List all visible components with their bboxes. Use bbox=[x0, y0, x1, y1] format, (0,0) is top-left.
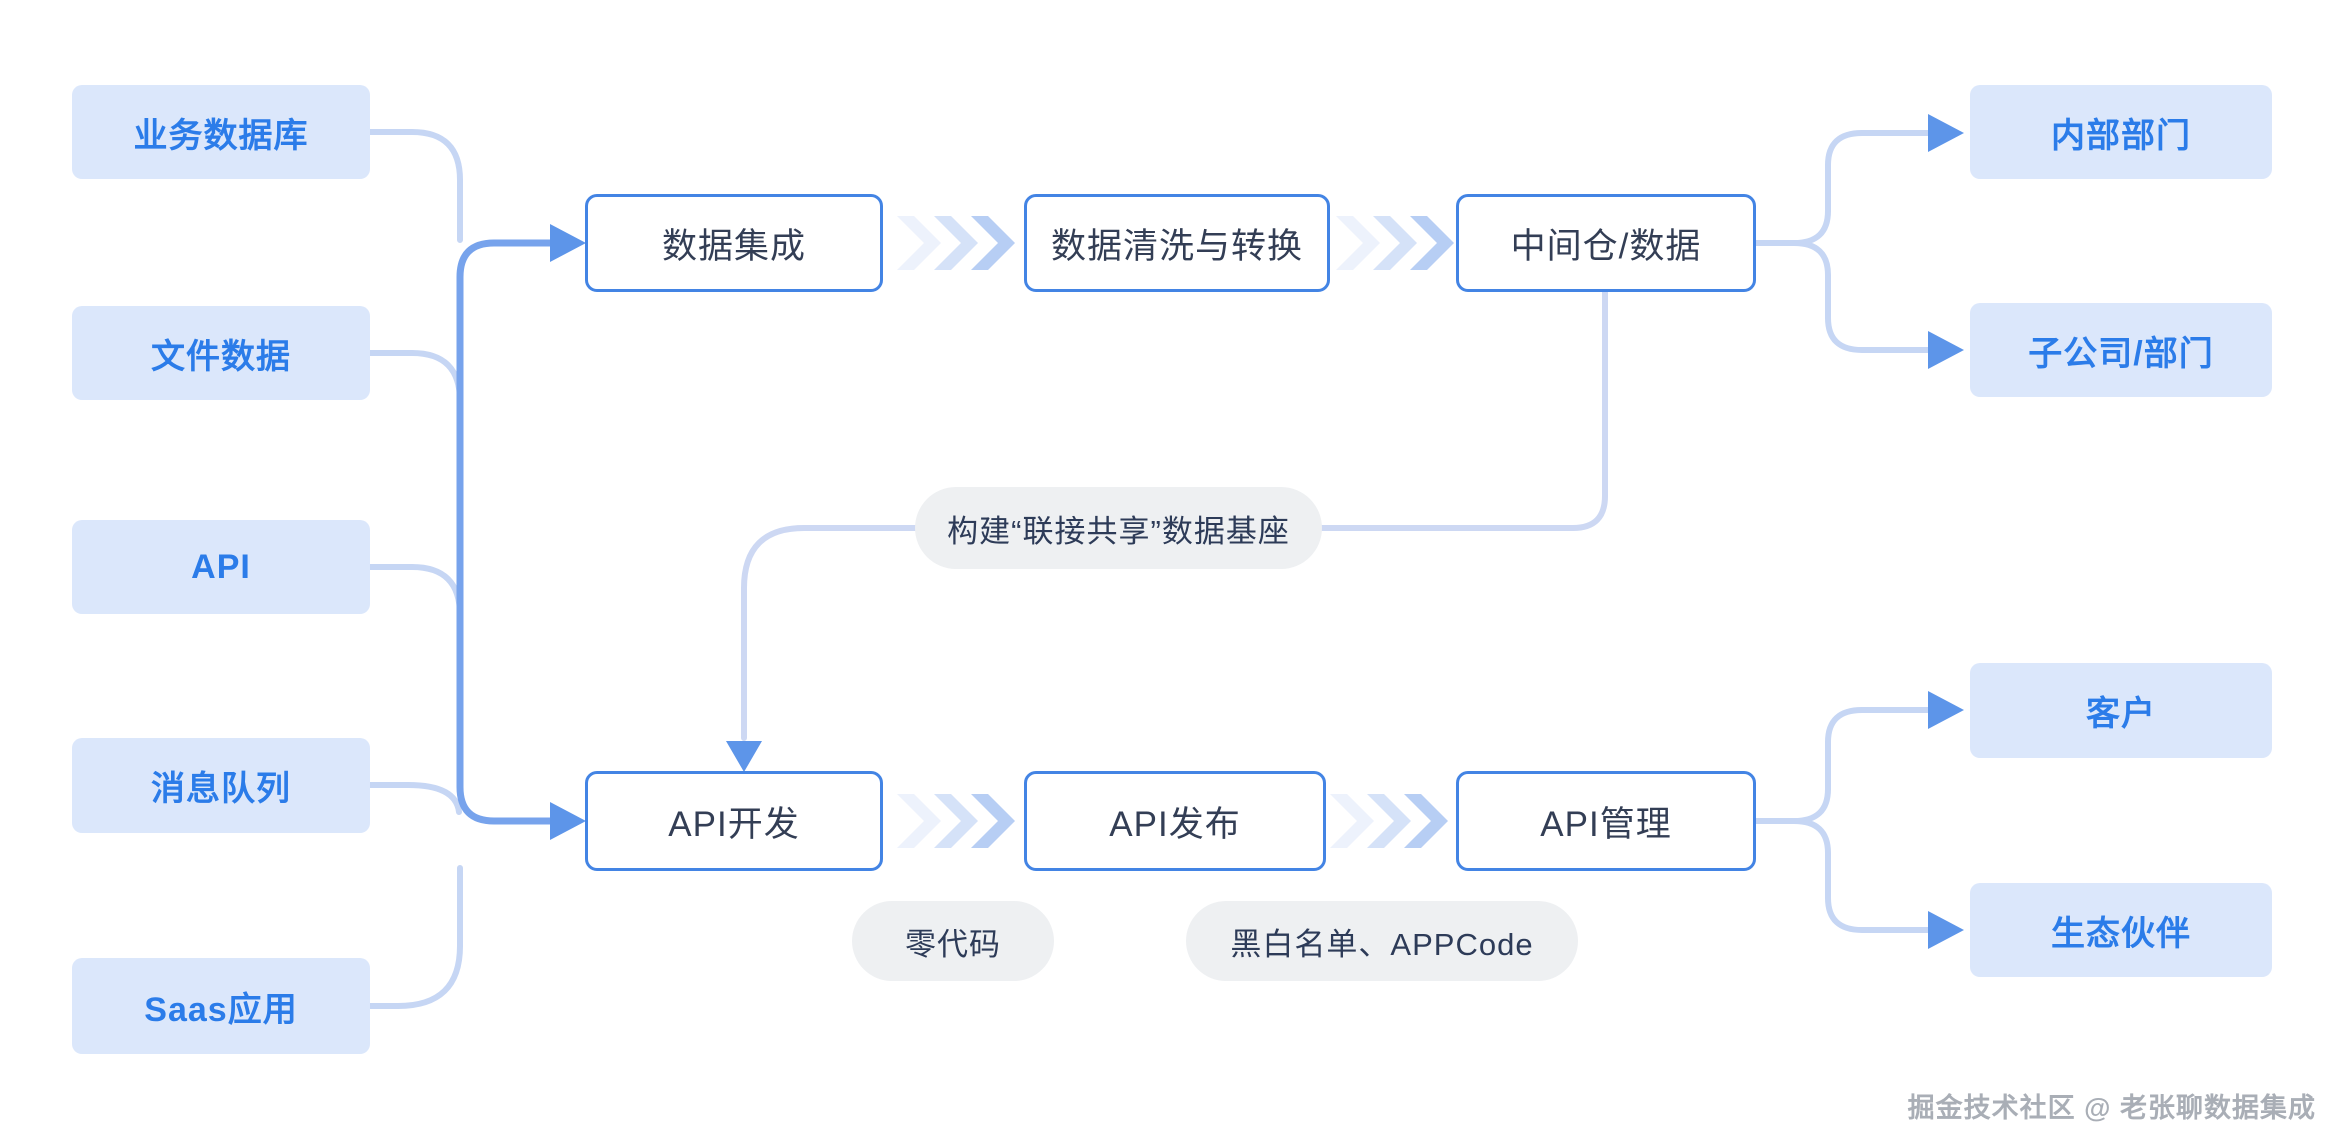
chevron-icon bbox=[1367, 794, 1411, 848]
node-label: 内部部门 bbox=[2051, 116, 2191, 155]
chevron-group-bottom-2 bbox=[1330, 794, 1448, 848]
connector-saas-app bbox=[367, 865, 463, 1009]
node-label: 子公司/部门 bbox=[2028, 334, 2214, 373]
chevron-icon bbox=[934, 216, 978, 270]
branch-eco-partner bbox=[1791, 818, 1931, 933]
chevron-icon bbox=[897, 794, 941, 848]
chevron-group-bottom-1 bbox=[897, 794, 1015, 848]
node-middle-warehouse: 中间仓/数据 bbox=[1456, 194, 1756, 292]
chevron-icon bbox=[1404, 794, 1448, 848]
chevron-icon bbox=[1330, 794, 1374, 848]
node-customer: 客户 bbox=[1970, 663, 2272, 758]
trunk-line bbox=[456, 239, 554, 825]
pill-black-white-list: 黑白名单、APPCode bbox=[1186, 901, 1578, 981]
node-message-queue: 消息队列 bbox=[72, 738, 370, 833]
node-label: 生态伙伴 bbox=[2051, 914, 2191, 953]
node-eco-partner: 生态伙伴 bbox=[1970, 883, 2272, 977]
connector-api bbox=[367, 564, 463, 658]
arrowhead-right-icon bbox=[1928, 691, 1964, 729]
watermark: 掘金技术社区 @ 老张聊数据集成 bbox=[1907, 1093, 2316, 1123]
chevron-icon bbox=[1410, 216, 1454, 270]
chevron-group-top-1 bbox=[897, 216, 1015, 270]
node-file-data: 文件数据 bbox=[72, 306, 370, 400]
pill-foundation: 构建“联接共享”数据基座 bbox=[915, 487, 1322, 569]
node-label: Saas应用 bbox=[144, 990, 298, 1029]
chevron-icon bbox=[971, 794, 1015, 848]
chevron-icon bbox=[897, 216, 941, 270]
node-label: 中间仓/数据 bbox=[1510, 226, 1702, 266]
chevron-icon bbox=[1336, 216, 1380, 270]
node-label: 数据清洗与转换 bbox=[1050, 226, 1303, 266]
arrowhead-right-icon bbox=[1928, 114, 1964, 152]
arrowhead-right-icon bbox=[550, 224, 586, 262]
arrowhead-right-icon bbox=[1928, 911, 1964, 949]
node-data-cleaning-transform: 数据清洗与转换 bbox=[1024, 194, 1330, 292]
node-label: API bbox=[191, 547, 251, 586]
node-label: 业务数据库 bbox=[133, 116, 309, 155]
node-business-database: 业务数据库 bbox=[72, 85, 370, 179]
connector-business-db bbox=[367, 129, 463, 243]
node-api: API bbox=[72, 520, 370, 614]
connector-message-queue bbox=[367, 782, 462, 815]
pill-label: 构建“联接共享”数据基座 bbox=[947, 513, 1290, 549]
node-label: 客户 bbox=[2086, 695, 2156, 733]
node-label: 消息队列 bbox=[151, 770, 291, 808]
branch-customer bbox=[1753, 707, 1931, 824]
node-label: 数据集成 bbox=[661, 226, 806, 266]
branch-internal-dept bbox=[1753, 130, 1931, 246]
pill-label: 零代码 bbox=[905, 926, 1001, 962]
node-data-integration: 数据集成 bbox=[585, 194, 883, 292]
node-label: API开发 bbox=[668, 804, 800, 844]
node-label: API发布 bbox=[1109, 804, 1241, 844]
chevron-icon bbox=[1373, 216, 1417, 270]
pill-zero-code: 零代码 bbox=[852, 901, 1054, 981]
arrowhead-right-icon bbox=[550, 802, 586, 840]
node-label: 文件数据 bbox=[151, 337, 291, 376]
node-label: API管理 bbox=[1540, 804, 1672, 844]
arrowhead-down-icon bbox=[726, 741, 762, 772]
arrowhead-right-icon bbox=[1928, 331, 1964, 369]
pill-label: 黑白名单、APPCode bbox=[1230, 926, 1534, 962]
chevron-icon bbox=[934, 794, 978, 848]
connector-file-data bbox=[367, 350, 463, 448]
node-subsidiary-department: 子公司/部门 bbox=[1970, 303, 2272, 397]
chevron-group-top-2 bbox=[1336, 216, 1454, 270]
chevron-icon bbox=[971, 216, 1015, 270]
connector-foundation-line bbox=[741, 289, 1608, 741]
node-api-development: API开发 bbox=[585, 771, 883, 871]
node-api-publish: API发布 bbox=[1024, 771, 1326, 871]
node-internal-department: 内部部门 bbox=[1970, 85, 2272, 179]
branch-subsidiary bbox=[1791, 240, 1931, 353]
node-saas-app: Saas应用 bbox=[72, 958, 370, 1054]
node-api-management: API管理 bbox=[1456, 771, 1756, 871]
